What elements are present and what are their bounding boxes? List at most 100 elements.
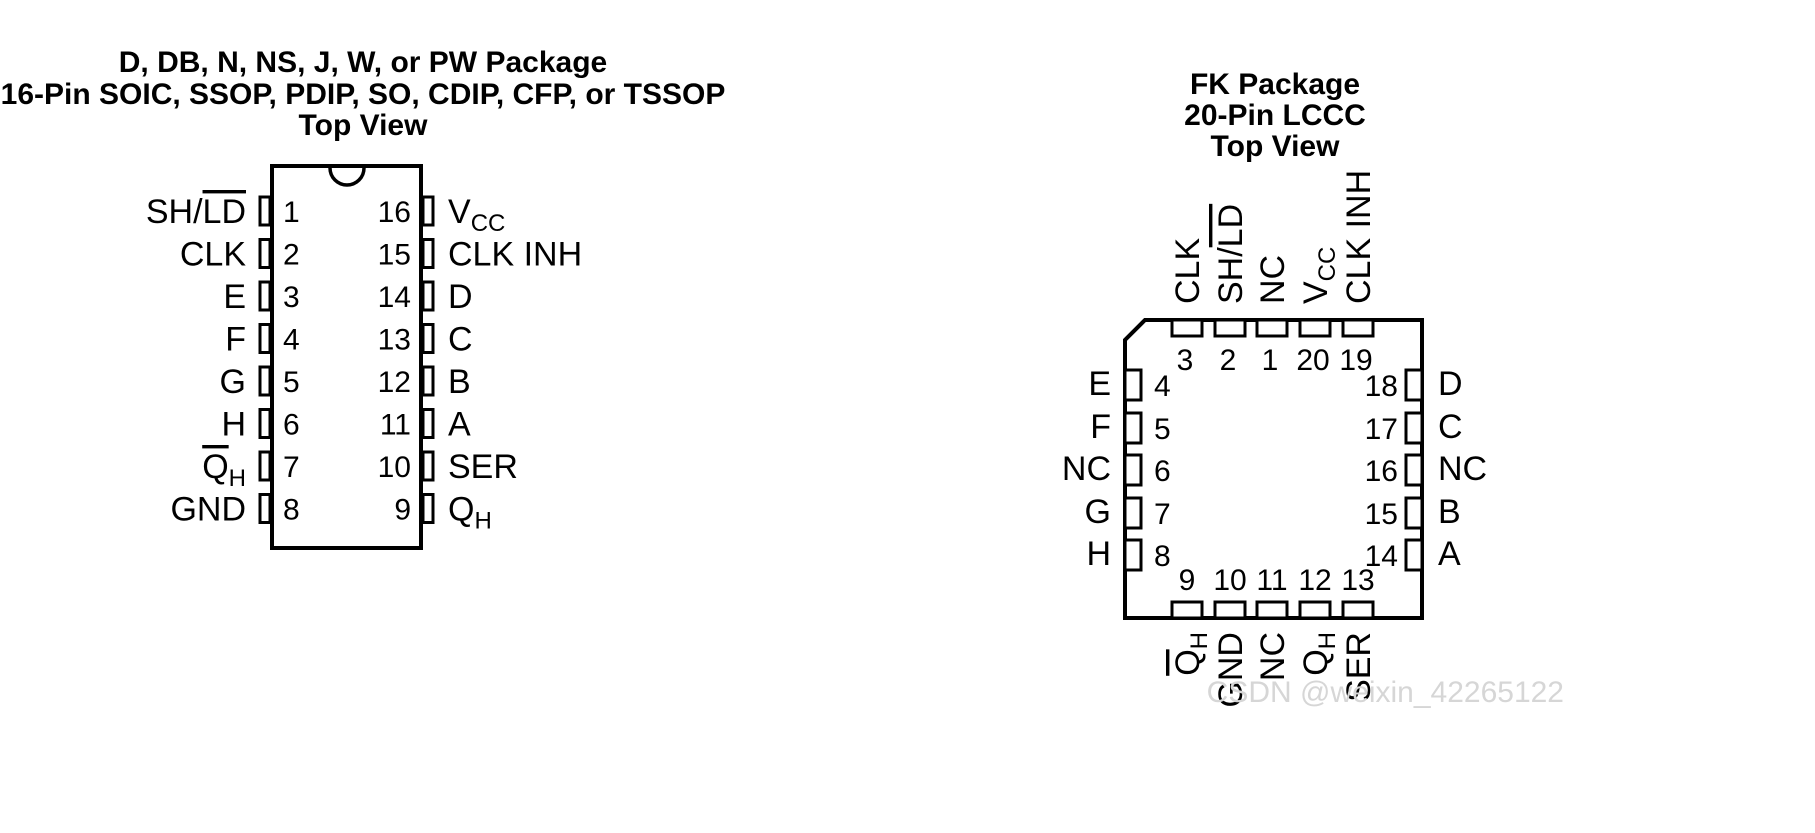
- lccc-pin-5-label: F: [1090, 408, 1111, 446]
- dip-pin-13-lead: [421, 323, 435, 354]
- lccc-pin-20-pad: [1298, 318, 1332, 338]
- dip-pin-13-number: 13: [378, 324, 411, 357]
- lccc-pin-12-number: 12: [1298, 564, 1331, 597]
- dip-pin-5-label: G: [220, 363, 246, 401]
- lccc-pin-12-label: QH: [1297, 632, 1341, 676]
- lccc-pin-6-label: NC: [1062, 450, 1111, 488]
- dip-pin-15-label: CLK INH: [448, 236, 582, 274]
- lccc-pin-16-label: NC: [1438, 450, 1487, 488]
- dip-package: D, DB, N, NS, J, W, or PW Package16-Pin …: [1, 46, 726, 550]
- lccc-pin-11-label: NC: [1254, 632, 1292, 681]
- lccc-pin-15-number: 15: [1365, 498, 1398, 531]
- lccc-pin-1-pad: [1255, 318, 1289, 338]
- dip-pin-5-lead: [258, 365, 272, 397]
- lccc-pin-4-label: E: [1088, 365, 1111, 403]
- lccc-pin-7-pad: [1123, 496, 1143, 530]
- lccc-pin-3-pad: [1170, 318, 1204, 338]
- dip-pin-8-lead: [258, 493, 272, 524]
- lccc-pin-5-pad: [1123, 411, 1143, 445]
- pin1-notch: [328, 167, 366, 187]
- lccc-pin-4-pad: [1123, 368, 1143, 402]
- lccc-pin-17-label: C: [1438, 408, 1463, 446]
- dip-pin-8-label: GND: [170, 491, 246, 529]
- lccc-pin-8-pad: [1123, 538, 1143, 572]
- lccc-pin-19-number: 19: [1339, 344, 1372, 377]
- lccc-pin-20-label: VCC: [1297, 247, 1341, 304]
- dip-pin-7-lead: [258, 450, 272, 482]
- lccc-pin-3-number: 3: [1177, 344, 1194, 377]
- lccc-pin-11-pad: [1255, 600, 1289, 620]
- lccc-pin-13-number: 13: [1341, 564, 1374, 597]
- lccc-pin-9-number: 9: [1179, 564, 1196, 597]
- dip-pin-6-lead: [258, 408, 272, 439]
- lccc-pin-2-label: SH/LD: [1212, 204, 1250, 304]
- lccc-pin-9-pad: [1170, 600, 1204, 620]
- lccc-pin-7-number: 7: [1154, 498, 1171, 531]
- dip-pin-2-lead: [258, 238, 272, 269]
- lccc-pin-15-pad: [1404, 496, 1424, 530]
- lccc-pin-7-label: G: [1085, 493, 1111, 531]
- lccc-pin-16-number: 16: [1365, 455, 1398, 488]
- dip-pin-4-label: F: [225, 321, 246, 359]
- lccc-pin-18-pad: [1404, 368, 1424, 402]
- lccc-pin-4-number: 4: [1154, 370, 1171, 403]
- lccc-pin-13-pad: [1341, 600, 1375, 620]
- dip-pin-12-label: B: [448, 363, 471, 401]
- dip-pin-9-label: QH: [448, 491, 492, 535]
- lccc-pin-10-label: GND: [1212, 632, 1250, 708]
- lccc-pin-9-label: QH: [1169, 632, 1213, 676]
- lccc-pin-1-label: NC: [1254, 255, 1292, 304]
- dip-pin-6-label: H: [221, 406, 246, 444]
- lccc-pin-17-number: 17: [1365, 413, 1398, 446]
- dip-pin-9-lead: [421, 493, 435, 524]
- dip-pin-3-label: E: [223, 278, 246, 316]
- lccc-pin-16-pad: [1404, 453, 1424, 487]
- lccc-title-line-2: 20-Pin LCCC: [1184, 99, 1366, 132]
- lccc-pin-2-number: 2: [1220, 344, 1237, 377]
- lccc-pin-13-label: SER: [1340, 632, 1378, 702]
- lccc-pin-20-number: 20: [1296, 344, 1329, 377]
- lccc-pin-8-number: 8: [1154, 540, 1171, 573]
- dip-pin-12-lead: [421, 365, 435, 397]
- lccc-pin-2-pad: [1213, 318, 1247, 338]
- lccc-pin-19-label: CLK INH: [1340, 170, 1378, 304]
- dip-pin-16-lead: [421, 195, 435, 227]
- lccc-pin-6-number: 6: [1154, 455, 1171, 488]
- dip-pin-11-lead: [421, 408, 435, 439]
- watermark-text: CSDN @weixin_42265122: [1207, 676, 1564, 709]
- dip-pin-10-number: 10: [378, 451, 411, 484]
- dip-title-line-2: 16-Pin SOIC, SSOP, PDIP, SO, CDIP, CFP, …: [1, 78, 726, 111]
- dip-pin-8-number: 8: [283, 494, 300, 527]
- dip-pin-16-label: VCC: [448, 193, 505, 237]
- dip-pin-2-label: CLK: [180, 236, 246, 274]
- lccc-pin-17-pad: [1404, 411, 1424, 445]
- dip-pin-6-number: 6: [283, 409, 300, 442]
- dip-pin-10-lead: [421, 450, 435, 482]
- lccc-pin-10-number: 10: [1213, 564, 1246, 597]
- lccc-pin-14-pad: [1404, 538, 1424, 572]
- dip-pin-14-lead: [421, 280, 435, 312]
- dip-pin-12-number: 12: [378, 366, 411, 399]
- lccc-title-line-1: FK Package: [1190, 68, 1360, 101]
- lccc-pin-3-label: CLK: [1169, 238, 1207, 304]
- dip-pin-3-number: 3: [283, 281, 300, 314]
- dip-pin-11-label: A: [448, 406, 471, 444]
- dip-pin-15-lead: [421, 238, 435, 269]
- dip-pin-13-label: C: [448, 321, 473, 359]
- lccc-pin-14-label: A: [1438, 535, 1461, 573]
- dip-pin-10-label: SER: [448, 448, 518, 486]
- dip-pin-14-number: 14: [378, 281, 411, 314]
- lccc-pin-15-label: B: [1438, 493, 1461, 531]
- dip-pin-1-label: SH/LD: [146, 193, 246, 231]
- lccc-pin-12-pad: [1298, 600, 1332, 620]
- dip-pin-1-number: 1: [283, 196, 300, 229]
- lccc-pin-10-pad: [1213, 600, 1247, 620]
- dip-pin-5-number: 5: [283, 366, 300, 399]
- dip-pin-14-label: D: [448, 278, 473, 316]
- dip-pin-4-number: 4: [283, 324, 300, 357]
- dip-body: [270, 164, 423, 550]
- lccc-pin-1-number: 1: [1262, 344, 1279, 377]
- lccc-pin-5-number: 5: [1154, 413, 1171, 446]
